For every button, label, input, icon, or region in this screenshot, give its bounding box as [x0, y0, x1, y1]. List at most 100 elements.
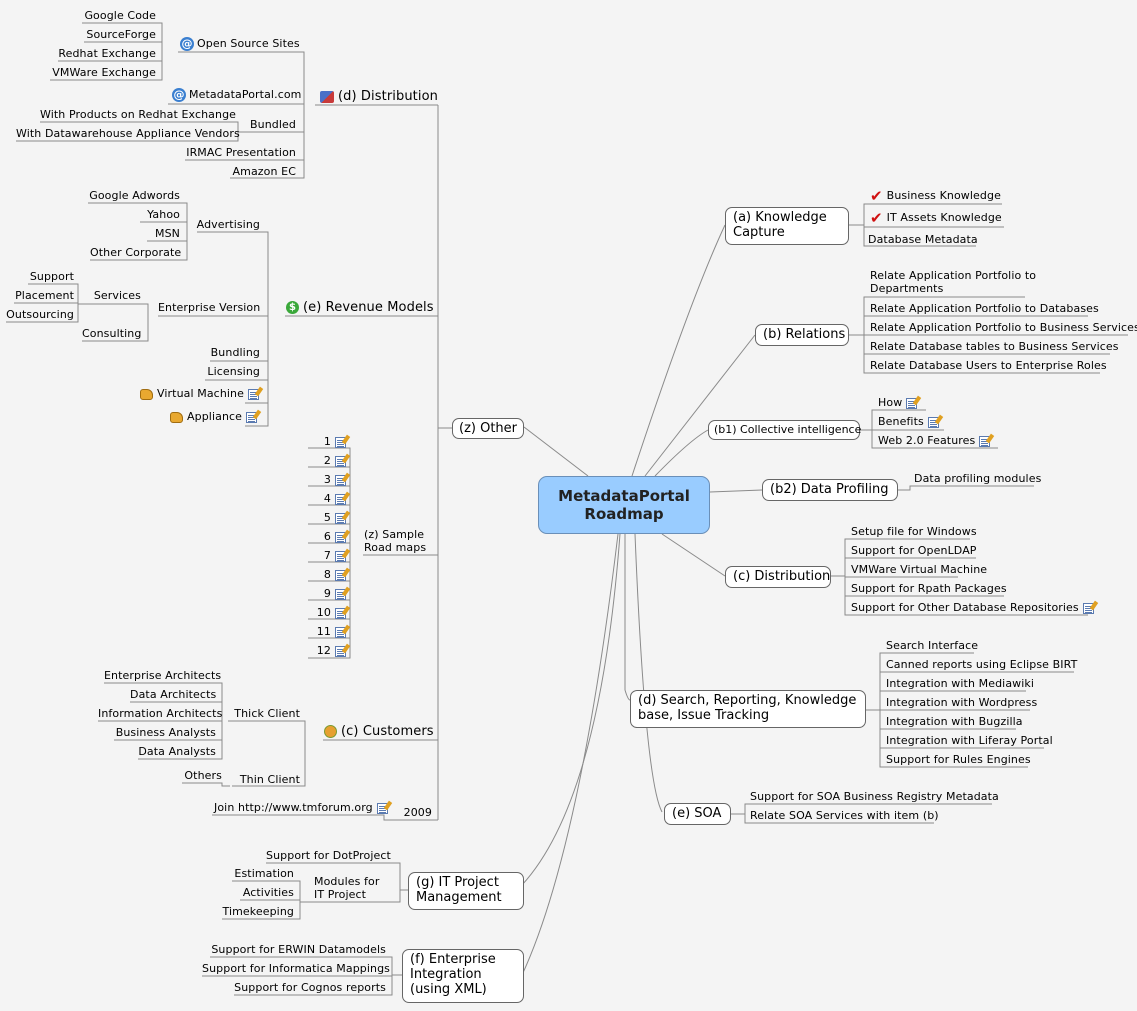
note-icon[interactable] — [335, 455, 346, 467]
topic-thick-client[interactable]: Thick Client — [234, 707, 300, 720]
topic-metadataportal-com[interactable]: @MetadataPortal.com — [172, 88, 301, 102]
roadmap-item[interactable]: 6 — [300, 530, 346, 543]
roadmap-item[interactable]: 4 — [300, 492, 346, 505]
topic-support-dotproject[interactable]: Support for DotProject — [266, 849, 391, 862]
topic-integration-bugzilla[interactable]: Integration with Bugzilla — [886, 715, 1023, 728]
topic-relate-soa-services[interactable]: Relate SOA Services with item (b) — [750, 809, 939, 822]
topic-timekeeping[interactable]: Timekeeping — [222, 905, 294, 918]
topic-google-code[interactable]: Google Code — [84, 9, 156, 22]
topic-consulting[interactable]: Consulting — [82, 327, 142, 340]
topic-z-other[interactable]: (z) Other — [452, 418, 524, 439]
topic-outsourcing[interactable]: Outsourcing — [6, 308, 74, 321]
topic-other-corporate[interactable]: Other Corporate — [90, 246, 182, 259]
topic-modules-it-project[interactable]: Modules for IT Project — [314, 875, 379, 901]
note-icon[interactable] — [335, 512, 346, 524]
topic-d-distribution[interactable]: (d) Distribution — [320, 89, 438, 104]
topic-appliance[interactable]: Appliance — [170, 410, 258, 423]
note-icon[interactable] — [335, 436, 346, 448]
topic-support-informatica[interactable]: Support for Informatica Mappings — [202, 962, 390, 975]
topic-b2-data-profiling[interactable]: (b2) Data Profiling — [762, 479, 898, 501]
topic-relate-app-databases[interactable]: Relate Application Portfolio to Database… — [870, 302, 1099, 315]
topic-f-enterprise-integration[interactable]: (f) Enterprise Integration (using XML) — [402, 949, 524, 1003]
topic-join-tmforum[interactable]: Join http://www.tmforum.org — [214, 801, 388, 814]
note-icon[interactable] — [335, 607, 346, 619]
note-icon[interactable] — [335, 474, 346, 486]
central-topic[interactable]: MetadataPortal Roadmap — [538, 476, 710, 534]
topic-support-other-db[interactable]: Support for Other Database Repositories — [851, 601, 1094, 614]
topic-estimation[interactable]: Estimation — [234, 867, 294, 880]
note-icon[interactable] — [335, 569, 346, 581]
topic-enterprise-version[interactable]: Enterprise Version — [158, 301, 261, 314]
roadmap-item[interactable]: 2 — [300, 454, 346, 467]
roadmap-item[interactable]: 3 — [300, 473, 346, 486]
roadmap-item[interactable]: 1 — [300, 435, 346, 448]
note-icon[interactable] — [979, 435, 991, 447]
topic-relate-db-users-roles[interactable]: Relate Database Users to Enterprise Role… — [870, 359, 1107, 372]
topic-advertising[interactable]: Advertising — [196, 218, 260, 231]
topic-thin-client[interactable]: Thin Client — [239, 773, 300, 786]
note-icon[interactable] — [1082, 602, 1094, 614]
topic-business-analysts[interactable]: Business Analysts — [115, 726, 216, 739]
topic-web20-features[interactable]: Web 2.0 Features — [878, 434, 991, 447]
topic-a-knowledge-capture[interactable]: (a) Knowledge Capture — [725, 207, 849, 245]
topic-open-source-sites[interactable]: @Open Source Sites — [180, 37, 300, 51]
note-icon[interactable] — [246, 411, 258, 423]
topic-support-cognos[interactable]: Support for Cognos reports — [234, 981, 386, 994]
topic-vmware-exchange[interactable]: VMWare Exchange — [52, 66, 156, 79]
topic-bundling[interactable]: Bundling — [210, 346, 260, 359]
topic-yahoo[interactable]: Yahoo — [147, 208, 180, 221]
note-icon[interactable] — [248, 388, 259, 400]
topic-integration-wordpress[interactable]: Integration with Wordpress — [886, 696, 1038, 709]
note-icon[interactable] — [335, 493, 346, 505]
note-icon[interactable] — [335, 588, 346, 600]
topic-sample-road-maps[interactable]: (z) Sample Road maps — [364, 528, 426, 554]
topic-activities[interactable]: Activities — [242, 886, 294, 899]
roadmap-item[interactable]: 9 — [300, 587, 346, 600]
topic-amazon-ec[interactable]: Amazon EC — [232, 165, 296, 178]
topic-e-revenue-models[interactable]: $(e) Revenue Models — [286, 300, 434, 315]
topic-integration-mediawiki[interactable]: Integration with Mediawiki — [886, 677, 1035, 690]
topic-b1-collective-intelligence[interactable]: (b1) Collective intelligence — [708, 420, 861, 440]
topic-information-architects[interactable]: Information Architects — [98, 707, 223, 720]
note-icon[interactable] — [335, 626, 346, 638]
topic-support-openldap[interactable]: Support for OpenLDAP — [851, 544, 977, 557]
topic-integration-liferay[interactable]: Integration with Liferay Portal — [886, 734, 1053, 747]
topic-soa-registry-metadata[interactable]: Support for SOA Business Registry Metada… — [750, 790, 999, 803]
topic-relate-app-business-services[interactable]: Relate Application Portfolio to Business… — [870, 321, 1137, 334]
topic-business-knowledge[interactable]: ✔Business Knowledge — [870, 188, 1001, 203]
note-icon[interactable] — [335, 550, 346, 562]
topic-d-search-reporting[interactable]: (d) Search, Reporting, Knowledge base, I… — [630, 690, 866, 728]
roadmap-item[interactable]: 11 — [300, 625, 346, 638]
topic-setup-windows[interactable]: Setup file for Windows — [851, 525, 977, 538]
topic-msn[interactable]: MSN — [154, 227, 180, 240]
topic-services[interactable]: Services — [93, 289, 141, 302]
topic-relate-app-departments[interactable]: Relate Application Portfolio to Departme… — [870, 269, 1036, 295]
note-icon[interactable] — [335, 531, 346, 543]
note-icon[interactable] — [906, 397, 918, 409]
topic-others[interactable]: Others — [184, 769, 222, 782]
topic-redhat-exchange[interactable]: Redhat Exchange — [58, 47, 156, 60]
topic-relate-db-tables-services[interactable]: Relate Database tables to Business Servi… — [870, 340, 1119, 353]
roadmap-item[interactable]: 7 — [300, 549, 346, 562]
topic-support[interactable]: Support — [29, 270, 74, 283]
topic-b-relations[interactable]: (b) Relations — [755, 324, 849, 346]
topic-support-erwin[interactable]: Support for ERWIN Datamodels — [211, 943, 386, 956]
topic-search-interface[interactable]: Search Interface — [886, 639, 979, 652]
topic-support-rules-engines[interactable]: Support for Rules Engines — [886, 753, 1031, 766]
topic-sourceforge[interactable]: SourceForge — [86, 28, 156, 41]
topic-canned-reports[interactable]: Canned reports using Eclipse BIRT — [886, 658, 1078, 671]
roadmap-item[interactable]: 10 — [300, 606, 346, 619]
topic-e-soa[interactable]: (e) SOA — [664, 803, 731, 825]
topic-enterprise-architects[interactable]: Enterprise Architects — [104, 669, 222, 682]
topic-benefits[interactable]: Benefits — [878, 415, 939, 428]
topic-bundled[interactable]: Bundled — [250, 118, 296, 131]
topic-google-adwords[interactable]: Google Adwords — [89, 189, 180, 202]
topic-how[interactable]: How — [878, 396, 918, 409]
roadmap-item[interactable]: 8 — [300, 568, 346, 581]
topic-irmac-presentation[interactable]: IRMAC Presentation — [186, 146, 296, 159]
note-icon[interactable] — [335, 645, 346, 657]
topic-data-analysts[interactable]: Data Analysts — [138, 745, 216, 758]
topic-2009[interactable]: 2009 — [403, 806, 432, 819]
topic-vmware-vm[interactable]: VMWare Virtual Machine — [851, 563, 988, 576]
topic-c-distribution[interactable]: (c) Distribution — [725, 566, 831, 588]
